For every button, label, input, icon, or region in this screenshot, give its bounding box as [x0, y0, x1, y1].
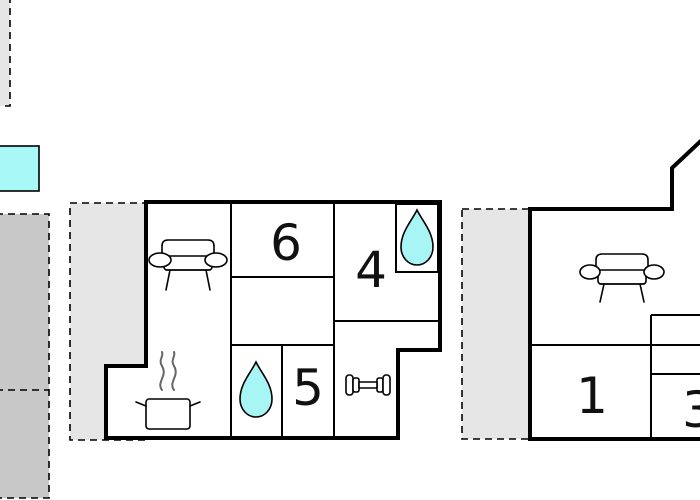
pool: [0, 145, 40, 192]
water-drop-icon: [239, 360, 273, 418]
room-number-1: 1: [576, 367, 608, 425]
water-drop-icon: [400, 208, 434, 266]
bathroom-niche: [395, 203, 439, 273]
room-number-5: 5: [292, 359, 324, 417]
right-unit-outline: [528, 139, 700, 441]
sofa-icon: [579, 253, 665, 303]
right-terrace: [461, 208, 531, 440]
room-number-4: 4: [355, 241, 387, 299]
sofa-icon: [148, 239, 228, 291]
middle-unit: 6 4 5: [69, 200, 442, 441]
top-left-terrace: [0, 0, 11, 107]
left-edge-structures: [0, 0, 50, 499]
left-neighbour-block: [0, 213, 50, 499]
room-number-6: 6: [270, 214, 302, 272]
cooking-pot-icon: [135, 351, 201, 430]
right-unit: 1 3: [461, 139, 700, 441]
room-number-3: 3: [682, 381, 700, 439]
dumbbell-icon: [345, 374, 391, 396]
